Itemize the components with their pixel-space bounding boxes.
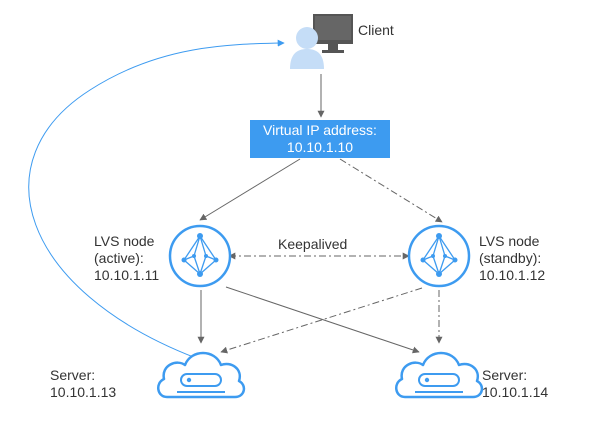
lvs-node-icon [407, 224, 471, 288]
server-b-ip: 10.10.1.14 [482, 384, 549, 400]
lvs-node-icon [168, 224, 232, 288]
lvs-standby-ip: 10.10.1.12 [479, 267, 546, 283]
vip-to-standby-arrow [339, 158, 443, 223]
lvs-active-role: (active): [94, 250, 144, 266]
server-b-title: Server: [482, 367, 528, 383]
lvs-active-label: LVS node (active): 10.10.1.11 [94, 233, 159, 284]
virtual-ip-address: 10.10.1.10 [286, 139, 354, 155]
lvs-standby-role: (standby): [479, 250, 542, 266]
lvs-standby-title: LVS node [479, 233, 540, 249]
user-with-monitor-icon [290, 14, 353, 69]
lvs-active-title: LVS node [94, 233, 155, 249]
active-to-server-b-arrow [225, 286, 420, 354]
server-a-title: Server: [50, 367, 96, 383]
lvs-standby-label: LVS node (standby): 10.10.1.12 [479, 233, 545, 284]
standby-to-server-a-arrow [220, 287, 423, 354]
client-label: Client [358, 22, 394, 38]
vip-to-active-arrow [199, 158, 301, 221]
virtual-ip-box: Virtual IP address: 10.10.1.10 [250, 120, 390, 158]
server-a-ip: 10.10.1.13 [50, 384, 117, 400]
server-a-label: Server: 10.10.1.13 [50, 367, 116, 401]
server-b-label: Server: 10.10.1.14 [482, 367, 548, 401]
server-response-to-client-path [28, 39, 285, 359]
virtual-ip-title: Virtual IP address: [263, 122, 377, 138]
cloud-server-icon [395, 351, 484, 399]
keepalived-label: Keepalived [278, 236, 348, 252]
lvs-active-ip: 10.10.1.11 [94, 267, 160, 283]
cloud-server-icon [157, 351, 246, 399]
